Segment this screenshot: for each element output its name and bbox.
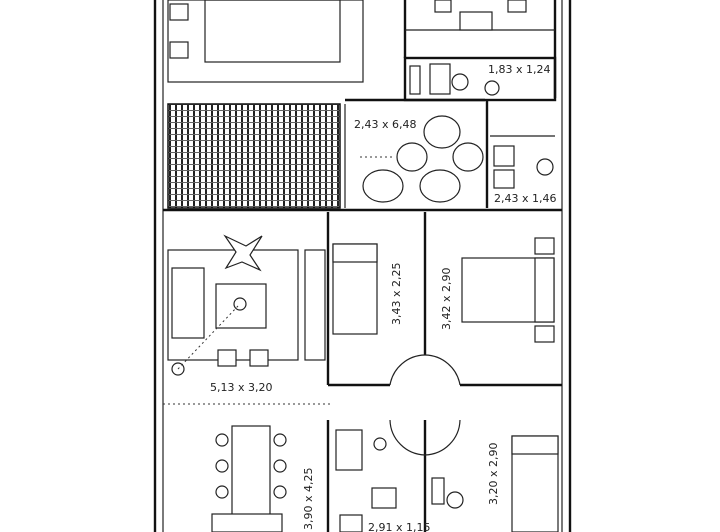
pool bbox=[167, 0, 364, 83]
bedroom-main bbox=[461, 237, 555, 343]
terrace: 2,43 x 6,48 bbox=[344, 98, 485, 208]
kitchen: 2,91 x 1,15 bbox=[326, 420, 464, 532]
room-dimension-dining: 3,90 x 4,25 bbox=[302, 468, 315, 531]
dining-room: 3,90 x 4,25 bbox=[211, 425, 315, 532]
room-dimension-bedroom-small: 3,43 x 2,25 bbox=[390, 263, 403, 326]
room-dimension-bedroom-lower: 3,20 x 2,90 bbox=[487, 443, 500, 506]
central-partition: 3,42 x 2,90 bbox=[389, 212, 562, 532]
room-dimension-laundry: 2,43 x 1,46 bbox=[494, 192, 557, 205]
living-room: 5,13 x 3,20 bbox=[163, 234, 330, 405]
pergola bbox=[167, 103, 341, 209]
room-dimension-terrace: 2,43 x 6,48 bbox=[354, 118, 417, 131]
top-right-room bbox=[403, 0, 557, 98]
bedroom-lower: 3,20 x 2,90 bbox=[487, 435, 559, 532]
room-dimension-bedroom-main: 3,42 x 2,90 bbox=[440, 268, 453, 331]
room-dimension-living: 5,13 x 3,20 bbox=[210, 381, 273, 394]
bathroom-top: 1,83 x 1,24 bbox=[403, 56, 557, 102]
laundry: 2,43 x 1,46 bbox=[485, 100, 557, 208]
room-dimension-kitchen: 2,91 x 1,15 bbox=[368, 521, 431, 532]
bedroom-small: 3,43 x 2,25 bbox=[304, 212, 403, 387]
outer-walls bbox=[153, 0, 572, 532]
room-dimension-bathroom-top: 1,83 x 1,24 bbox=[488, 63, 551, 76]
